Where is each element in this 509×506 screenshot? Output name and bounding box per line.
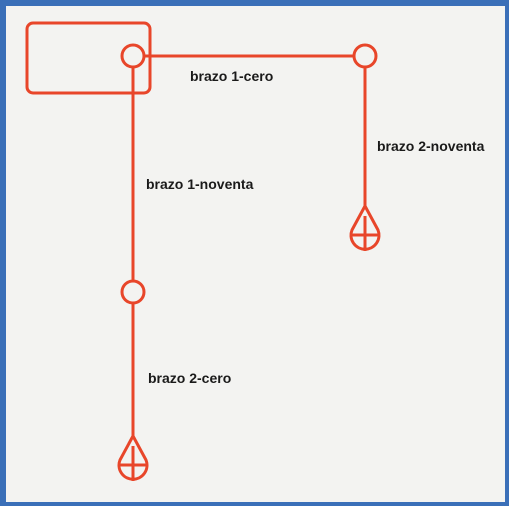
label-arm1-ninety: brazo 1-noventa [146,176,254,192]
panel-background [6,6,505,502]
lower-gripper-icon [117,434,149,481]
label-arm1-zero: brazo 1-cero [190,68,273,84]
base-joint [120,43,146,69]
base-box [25,21,152,95]
arm1-ninety-end-joint [120,279,146,305]
diagram-panel: brazo 1-cero brazo 2-noventa brazo 1-nov… [6,6,505,502]
arm1-zero-end-joint [352,43,378,69]
label-arm2-ninety: brazo 2-noventa [377,138,485,154]
upper-gripper-icon [349,204,381,251]
label-arm2-zero: brazo 2-cero [148,370,231,386]
